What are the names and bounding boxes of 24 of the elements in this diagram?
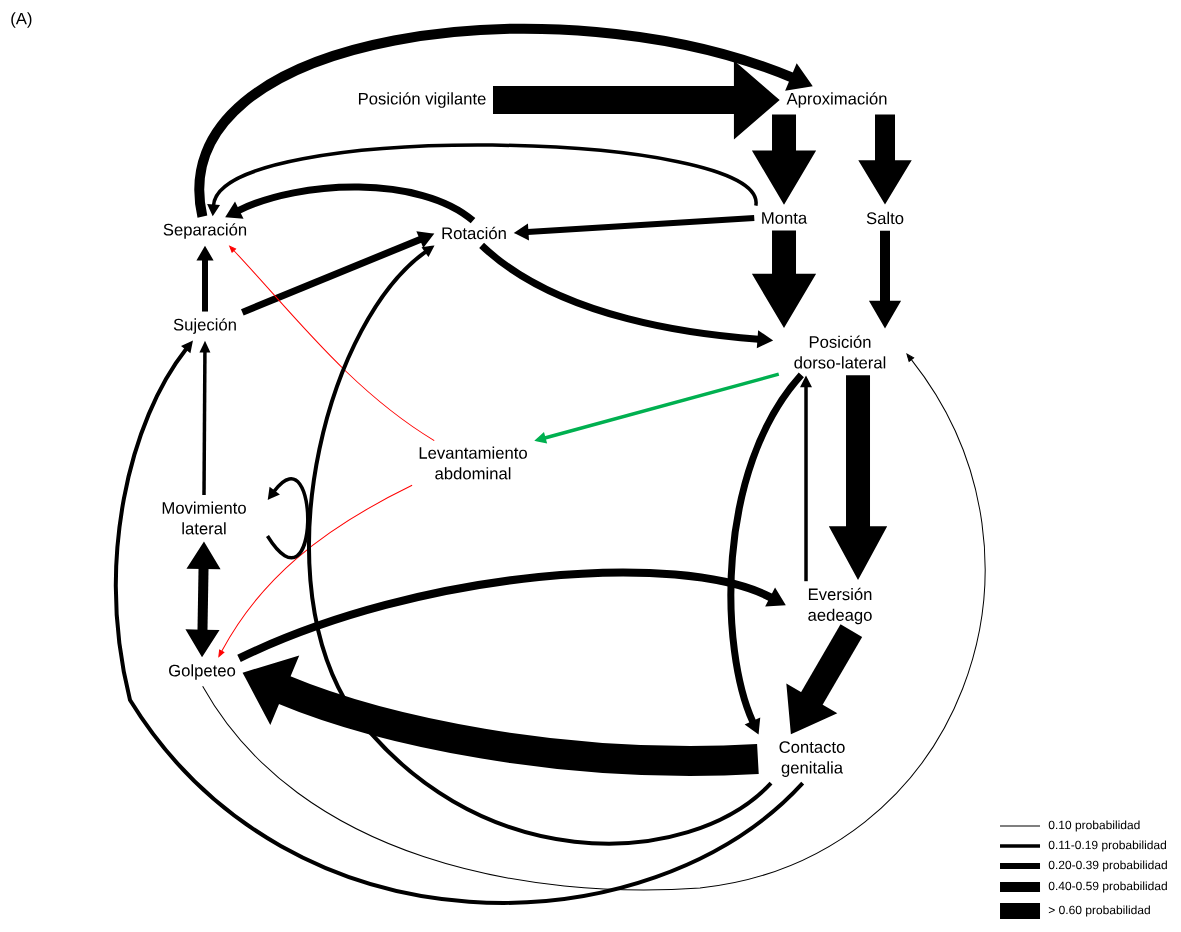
node-label: Aproximación <box>786 92 887 108</box>
node-label: Posición vigilante <box>359 92 486 108</box>
legend-text: 0.40-0.59 probabilidad <box>1048 881 1167 893</box>
node-label: Posición dorso-lateral <box>794 335 886 369</box>
node-label: Salto <box>866 211 904 225</box>
legend-text: 0.10 probabilidad <box>1048 820 1140 832</box>
arrow <box>218 484 413 658</box>
node-label: Eversión aedeago <box>808 587 872 625</box>
legend-text: 0.11-0.19 probabilidad <box>1048 840 1166 852</box>
node-label: Monta <box>762 212 808 224</box>
arrow <box>307 245 773 846</box>
arrow <box>229 245 435 442</box>
node-label: Golpeteo <box>169 664 236 680</box>
legend-text: > 0.60 probabilidad <box>1048 905 1150 917</box>
legend-text: 0.20-0.39 probabilidad <box>1048 860 1167 872</box>
node-label: Sujeción <box>173 318 236 334</box>
loop-arrow <box>266 477 310 559</box>
node-label: Separación <box>163 223 247 239</box>
node-label: Contacto genitalia <box>779 741 845 777</box>
arrow <box>202 353 986 891</box>
panel-label: (A) <box>11 12 32 28</box>
node-label: Levantamiento abdominal <box>419 446 527 480</box>
node-label: Movimiento lateral <box>162 501 246 535</box>
node-label: Rotación <box>442 226 506 240</box>
